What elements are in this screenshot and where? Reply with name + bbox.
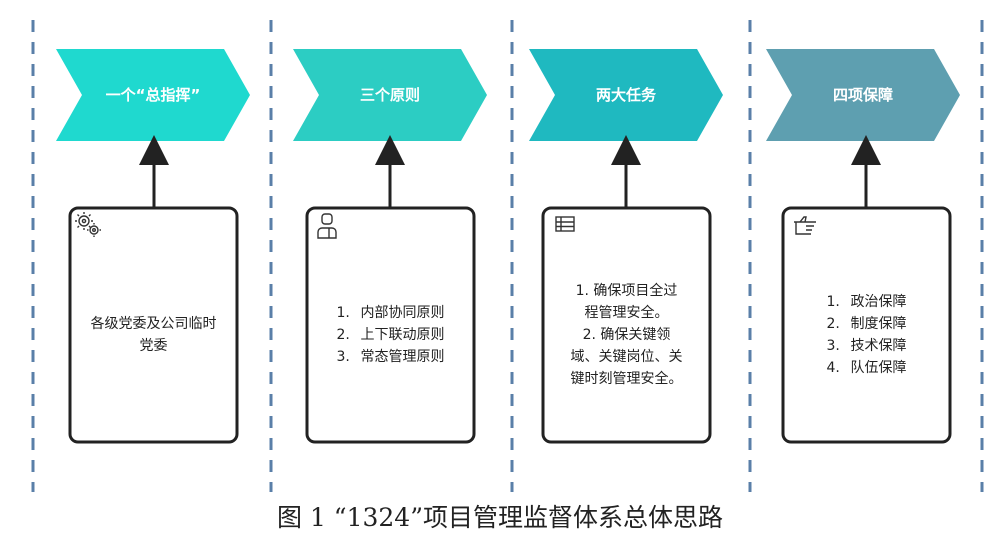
card-1 xyxy=(68,206,239,444)
chevron-3 xyxy=(529,49,723,141)
list-item: 1.内部协同原则 xyxy=(336,305,445,321)
card-4-body: 1.政治保障 2.制度保障 3.技术保障 4.队伍保障 xyxy=(791,240,942,430)
task-line: 程管理安全。 xyxy=(584,305,669,321)
chevron-1 xyxy=(56,49,250,141)
list-item: 3.技术保障 xyxy=(826,338,907,354)
header-two-tasks: 两大任务 xyxy=(595,86,656,104)
principles-list: 1.内部协同原则 2.上下联动原则 3.常态管理原则 xyxy=(337,302,445,368)
task-line: 域、关键岗位、关 xyxy=(570,349,683,365)
list-item: 2.制度保障 xyxy=(826,316,907,332)
list-item: 3.常态管理原则 xyxy=(336,349,445,365)
guarantees-list: 1.政治保障 2.制度保障 3.技术保障 4.队伍保障 xyxy=(827,291,907,379)
chevron-2 xyxy=(293,49,487,141)
figure-caption: 图 1 “1324”项目管理监督体系总体思路 xyxy=(277,503,723,532)
gears-icon xyxy=(75,212,101,237)
list-item: 4.队伍保障 xyxy=(826,360,907,376)
card-2-body: 1.内部协同原则 2.上下联动原则 3.常态管理原则 xyxy=(315,240,466,430)
header-three-principles: 三个原则 xyxy=(359,86,420,104)
list-item: 2.上下联动原则 xyxy=(336,327,445,343)
task-line: 键时刻管理安全。 xyxy=(570,371,683,387)
header-four-guarantees: 四项保障 xyxy=(832,86,893,104)
task-line: 2. 确保关键领 xyxy=(582,327,671,343)
card-4 xyxy=(781,206,952,444)
pointing-hand-icon xyxy=(794,216,816,235)
list-icon xyxy=(555,216,575,232)
card-3 xyxy=(541,206,712,444)
header-total-command: 一个“总指挥” xyxy=(105,86,201,104)
card-2 xyxy=(305,206,476,444)
card-1-text: 各级党委及公司临时党委 xyxy=(90,316,217,354)
task-line: 1. 确保项目全过 xyxy=(575,283,678,299)
person-icon xyxy=(317,213,337,239)
card-3-body: 1. 确保项目全过 程管理安全。 2. 确保关键领 域、关键岗位、关 键时刻管理… xyxy=(551,240,702,430)
card-1-body: 各级党委及公司临时党委 xyxy=(82,240,225,430)
list-item: 1.政治保障 xyxy=(826,294,907,310)
chevron-4 xyxy=(766,49,960,141)
